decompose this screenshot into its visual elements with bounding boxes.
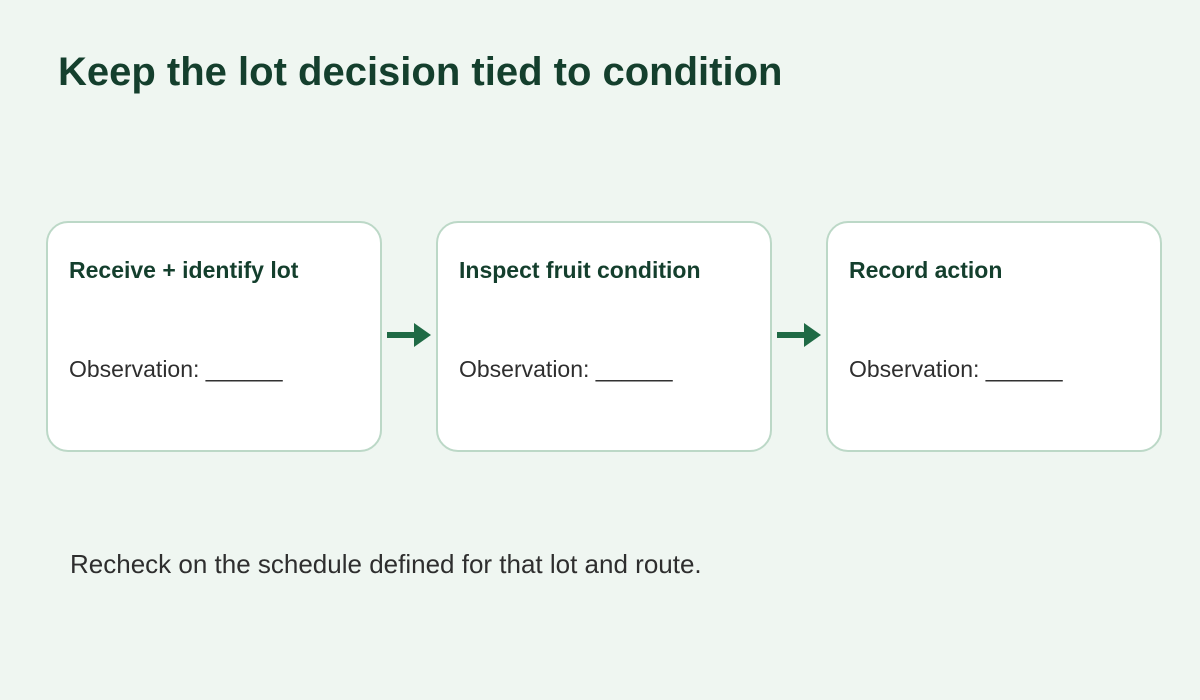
step-card-receive: Receive + identify lot Observation: ____… (46, 221, 382, 452)
step-observation: Observation: ______ (849, 356, 1063, 382)
step-title: Inspect fruit condition (459, 257, 701, 283)
step-observation: Observation: ______ (459, 356, 673, 382)
step-title: Record action (849, 257, 1003, 283)
arrow-right-icon (387, 323, 431, 347)
arrow-right-icon (777, 323, 821, 347)
step-card-record: Record action Observation: ______ (826, 221, 1162, 452)
step-card-inspect: Inspect fruit condition Observation: ___… (436, 221, 772, 452)
step-observation: Observation: ______ (69, 356, 283, 382)
page-title: Keep the lot decision tied to condition (58, 50, 783, 94)
footer-note: Recheck on the schedule defined for that… (70, 549, 702, 579)
step-title: Receive + identify lot (69, 257, 299, 283)
